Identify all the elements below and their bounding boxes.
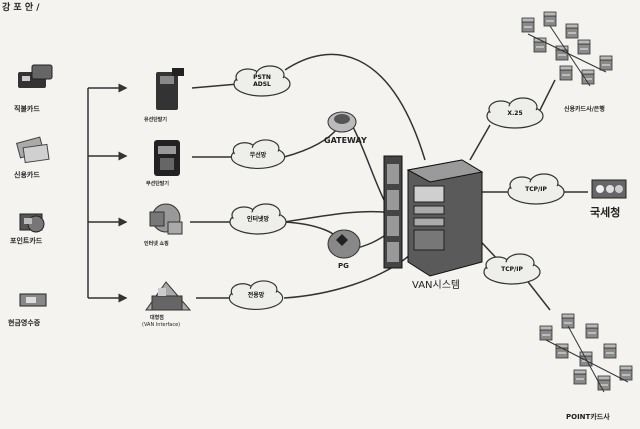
card-label-credit: 신용카드 [14,170,40,180]
cloud-label-wireless: 무선망 [240,152,276,159]
cloud-label-tcpip-tax: TCP/IP [518,186,554,193]
point-card-servers-icon [540,314,632,392]
van-server-icon [408,160,482,276]
card-label-debit: 직불카드 [14,104,40,114]
debit-card-icon [18,65,52,88]
terminal-label-internet: 인터넷 쇼핑 [144,240,169,247]
tax-office-icon [592,180,626,198]
cloud-label-x25: X.25 [497,110,533,117]
pg-label: PG [338,262,349,270]
point-card-icon [20,214,44,232]
card-label-cash-receipt: 현금영수증 [8,318,40,328]
cloud-label-dedicated: 전용망 [238,292,274,299]
card-label-point: 포인트카드 [10,236,42,246]
cash-receipt-icon [20,294,46,306]
destination-label-tax: 국세청 [590,204,620,220]
destination-label-point: POINT카드사 [566,412,610,422]
large-store-icon [146,282,190,310]
credit-card-icon [17,137,49,162]
cloud-label-internet: 인터넷망 [236,216,280,223]
terminal-label-wired: 유선단말기 [144,116,167,123]
destination-label-card-bank: 신용카드사/은행 [564,104,605,113]
terminal-label-large-store: 대형점 [150,314,164,321]
card-bank-servers-icon [522,12,612,86]
gateway-label: GATEWAY [324,136,367,145]
internet-shopping-icon [150,204,182,234]
network-switch-icon [384,156,402,268]
cloud-label-tcpip-point: TCP/IP [494,266,530,273]
header-partial: 강 포 안 / [2,0,40,13]
distribution-bus [88,88,126,298]
wired-terminal-icon [156,68,184,110]
wireless-terminal-icon [154,140,180,176]
pg-icon [328,230,360,258]
gateway-icon [328,112,356,132]
terminal-sublabel-large-store: (VAN Interface) [142,322,180,328]
terminal-label-wireless: 무선단말기 [146,180,169,187]
van-label: VAN시스템 [412,276,460,291]
